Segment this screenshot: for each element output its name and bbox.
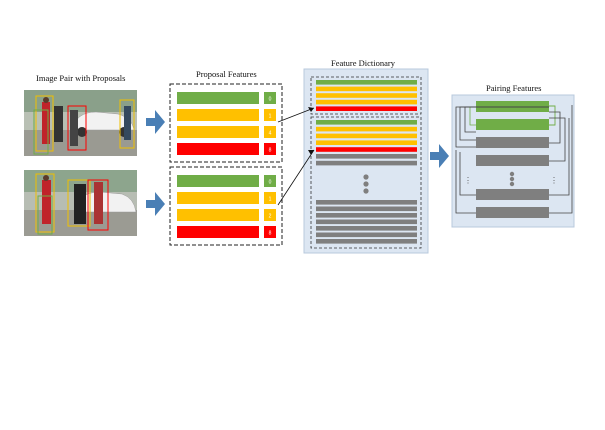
arrow-right-icon (146, 192, 165, 216)
pairing-bracket (549, 117, 566, 162)
arrow-right-icon (146, 110, 165, 134)
proposal-bottom-bar (177, 192, 259, 204)
proposal-bottom-frame (169, 166, 283, 246)
pairing-row (476, 155, 549, 166)
dictionary-row (316, 154, 417, 159)
pairing-bracket (549, 111, 561, 144)
proposal-bottom-id-box (264, 175, 276, 187)
proposal-top-id-box (264, 92, 276, 104)
proposal-bottom-id-label: 2 (269, 214, 272, 220)
dictionary-row (316, 160, 417, 166)
dictionary-row (316, 106, 417, 111)
ellipsis-dot (509, 171, 515, 177)
pairing-row (476, 137, 549, 148)
dictionary-row (316, 219, 417, 225)
dictionary-row (316, 239, 417, 244)
dictionary-row (316, 147, 417, 152)
dictionary-bottom-group (310, 116, 422, 249)
dictionary-row (316, 133, 417, 139)
proposal-bottom-id-label: 1 (269, 197, 272, 203)
connector-line (277, 107, 315, 123)
proposal-top-bar (177, 109, 259, 121)
pairing-bracket (549, 105, 573, 214)
proposal-top-id-box (264, 109, 276, 121)
proposal-top-id-box (264, 126, 276, 138)
pairing-bracket (459, 152, 476, 196)
proposal-top-id-box (264, 143, 276, 155)
ellipsis-dot (509, 181, 515, 187)
dictionary-row (316, 93, 417, 98)
ellipsis-dot (363, 181, 369, 187)
proposal-bottom-id-box (264, 209, 276, 221)
proposal-bottom-bar (177, 226, 259, 238)
proposal-bottom-id-box (264, 192, 276, 204)
connector-arrowhead (308, 150, 314, 155)
dictionary-row (316, 206, 417, 212)
dictionary-row (316, 86, 417, 92)
proposal-top-id-label: 8 (269, 148, 272, 154)
pairing-bracket (455, 106, 549, 148)
image-pair-title: Image Pair with Proposals (36, 73, 126, 83)
connector-line (277, 149, 315, 206)
dictionary-row (316, 140, 417, 145)
top-image (24, 90, 137, 156)
proposal-top-id-label: 0 (269, 97, 272, 103)
pairing-bracket (455, 150, 476, 214)
dictionary-row (316, 120, 417, 125)
pairing-row (476, 119, 549, 130)
dictionary-top-group (310, 76, 422, 115)
ellipsis-dot (363, 188, 369, 194)
dictionary-row (316, 99, 417, 105)
proposal-top-bar (177, 143, 259, 155)
proposal-bottom-id-box (264, 226, 276, 238)
proposal-bottom-bar (177, 175, 259, 187)
dictionary-row (316, 80, 417, 85)
pairing-row (476, 207, 549, 218)
ellipsis-dot (509, 176, 515, 182)
dictionary-row (316, 213, 417, 218)
proposal-bottom-id-label: 8 (269, 231, 272, 237)
proposal-top-bar (177, 126, 259, 138)
ellipsis-dot (363, 174, 369, 180)
proposal-bottom-id-label: 0 (269, 180, 272, 186)
ellipsis-vertical-icon: ⋮ (464, 176, 472, 185)
proposal-bottom-bar (177, 209, 259, 221)
ellipsis-vertical-icon: ⋮ (550, 176, 558, 185)
proposal-top-id-label: 4 (269, 131, 272, 137)
dictionary-row (316, 226, 417, 231)
proposal-top-bar (177, 92, 259, 104)
bottom-image (24, 170, 137, 236)
arrow-right-icon (430, 144, 449, 168)
dictionary-row (316, 232, 417, 238)
proposal-features-title: Proposal Features (196, 69, 257, 79)
pairing-features-title: Pairing Features (486, 83, 542, 93)
dictionary-row (316, 200, 417, 205)
pairing-bracket (549, 105, 556, 126)
pairing-row (476, 189, 549, 200)
feature-dictionary-title: Feature Dictionary (331, 58, 395, 68)
connector-arrowhead (308, 107, 314, 112)
pairing-row (476, 101, 549, 112)
proposal-top-id-label: 1 (269, 114, 272, 120)
pairing-bracket (549, 118, 570, 196)
proposal-top-frame (169, 83, 283, 163)
dictionary-row (316, 126, 417, 132)
